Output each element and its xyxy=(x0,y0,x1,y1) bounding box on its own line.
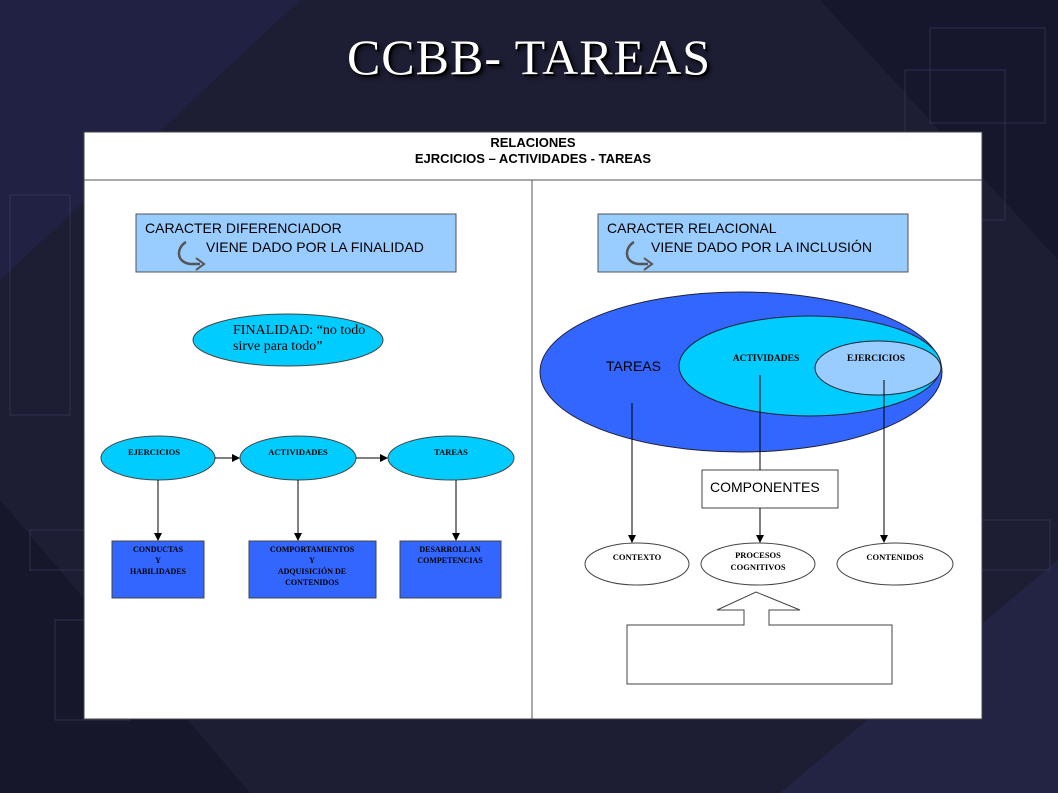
node-contexto-label: CONTEXTO xyxy=(613,552,662,562)
left-panel: CARACTER DIFERENCIADOR VIENE DADO POR LA… xyxy=(100,213,515,599)
node-procesos-l2: COGNITIVOS xyxy=(730,562,785,572)
node-contenidos xyxy=(836,542,954,586)
diferenciador-sub: VIENE DADO POR LA FINALIDAD xyxy=(206,239,424,255)
finalidad-line-2: sirve para todo” xyxy=(233,339,322,354)
outcome-comportamientos-l4: CONTENIDOS xyxy=(285,578,339,587)
outcome-competencias xyxy=(399,540,502,599)
node-procesos-l1: PROCESOS xyxy=(735,550,781,560)
relacional-sub: VIENE DADO POR LA INCLUSIÓN xyxy=(651,239,872,255)
node-procesos xyxy=(700,542,816,586)
componentes-label: COMPONENTES xyxy=(710,479,820,495)
outcome-competencias-l1: DESARROLLAN xyxy=(419,545,481,554)
componentes-box xyxy=(701,469,839,509)
outcome-comportamientos-l3: ADQUISICIÓN DE xyxy=(278,566,346,576)
node-ejercicios xyxy=(100,435,216,481)
header-line-2: EJRCICIOS – ACTIVIDADES - TAREAS xyxy=(415,151,652,166)
ellipse-actividades-label: ACTIVIDADES xyxy=(733,354,800,364)
outcome-comportamientos-l1: COMPORTAMIENTOS xyxy=(270,545,355,554)
ellipse-tareas-label: TAREAS xyxy=(606,358,661,374)
curved-arrow-icon xyxy=(177,240,206,271)
outcome-conductas xyxy=(111,540,205,599)
node-tareas-label: TAREAS xyxy=(434,447,468,457)
outcome-comportamientos xyxy=(248,540,377,599)
outcome-competencias-l2: COMPETENCIAS xyxy=(417,556,483,565)
node-tareas xyxy=(387,435,515,481)
outcome-conductas-l2: Y xyxy=(155,556,161,565)
outcome-conductas-l3: HABILIDADES xyxy=(130,567,187,576)
node-contenidos-label: CONTENIDOS xyxy=(866,552,923,562)
diferenciador-box xyxy=(135,213,457,273)
outcome-comportamientos-l2: Y xyxy=(309,556,315,565)
finalidad-line-1: FINALIDAD: “no todo xyxy=(233,323,365,338)
ellipse-ejercicios xyxy=(814,340,942,396)
relacional-title: CARACTER RELACIONAL xyxy=(607,220,777,236)
header-line-1: RELACIONES xyxy=(490,135,576,150)
diferenciador-title: CARACTER DIFERENCIADOR xyxy=(145,220,342,236)
node-contexto xyxy=(584,542,690,586)
curved-arrow-icon xyxy=(625,240,654,271)
finalidad-ellipse xyxy=(192,313,384,367)
outcome-conductas-l1: CONDUCTAS xyxy=(133,545,184,554)
ellipse-ejercicios-label: EJERCICIOS xyxy=(847,354,905,364)
node-actividades xyxy=(239,435,357,481)
slide-title: CCBB- TAREAS xyxy=(346,29,712,85)
up-arrow-callout xyxy=(626,591,893,685)
right-panel: CARACTER RELACIONAL VIENE DADO POR LA IN… xyxy=(539,213,954,685)
node-ejercicios-label: EJERCICIOS xyxy=(128,447,180,457)
node-actividades-label: ACTIVIDADES xyxy=(268,447,328,457)
